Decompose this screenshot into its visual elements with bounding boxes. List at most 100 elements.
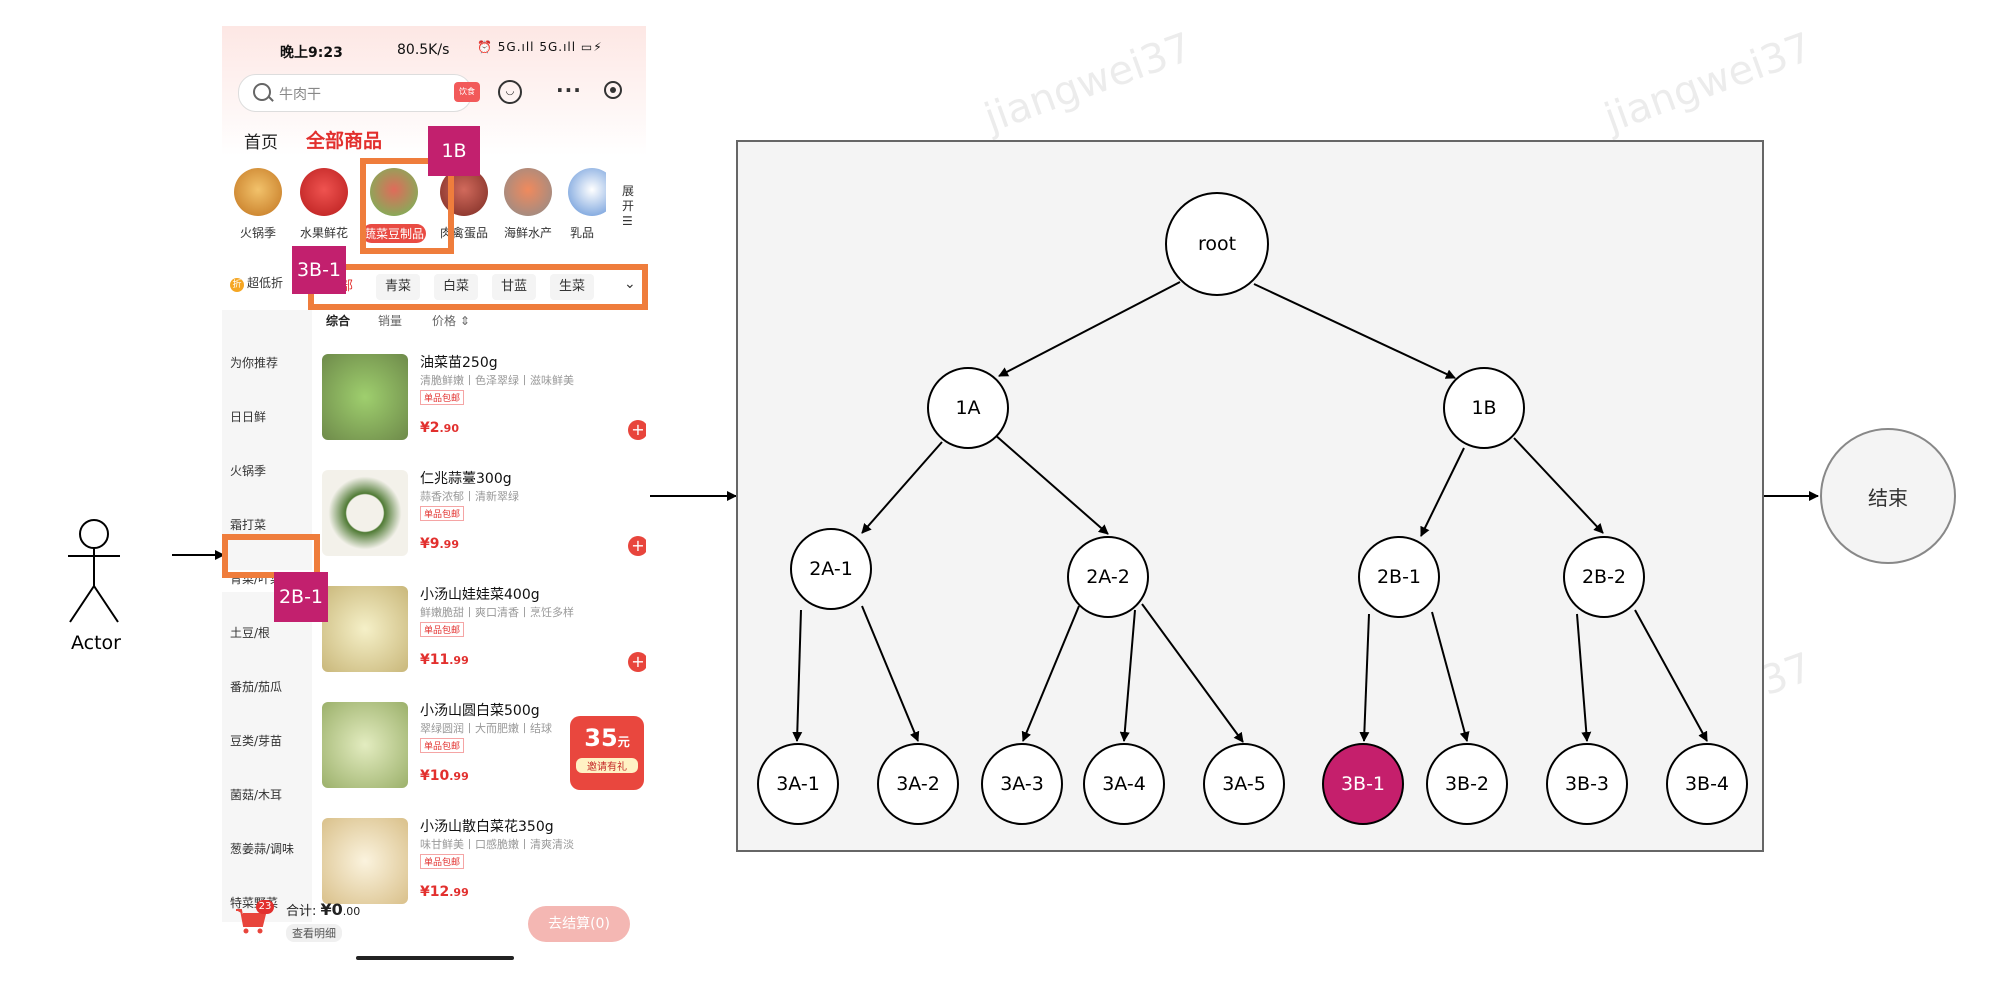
category-image — [234, 168, 282, 216]
sidebar-item[interactable]: 菌菇/木耳 — [230, 788, 283, 802]
actor-label: Actor — [71, 632, 121, 654]
edge — [861, 441, 943, 534]
category-image — [568, 168, 606, 216]
subcategory-tab[interactable]: 白菜 — [434, 274, 478, 300]
promo-label: 超低折 — [247, 276, 284, 290]
tree-node-3b-1: 3B-1 — [1322, 743, 1404, 825]
more-icon[interactable]: ··· — [556, 78, 582, 102]
invite-coupon[interactable]: 35元 邀请有礼 — [570, 716, 644, 790]
category-item[interactable]: 海鲜水产 — [496, 168, 560, 241]
category-image — [300, 168, 348, 216]
edge — [1431, 611, 1470, 742]
cart-total: 合计: ¥0.00 — [286, 900, 361, 919]
tab-all-products[interactable]: 全部商品 — [306, 130, 383, 152]
expand-categories-button[interactable]: 展开☰ — [622, 184, 635, 228]
category-item-selected[interactable]: 蔬菜豆制品 — [362, 168, 426, 243]
category-label: 蔬菜豆制品 — [362, 224, 426, 243]
status-icons: ⏰ 5G.ıll 5G.ıll ▭⚡ — [477, 40, 603, 54]
tree-node-3a-5: 3A-5 — [1203, 743, 1285, 825]
discount-icon: 折 — [230, 278, 244, 292]
tree-node-3b-2: 3B-2 — [1426, 743, 1508, 825]
sidebar-item[interactable]: 日日鲜 — [230, 410, 267, 424]
cart-count-badge: 23 — [256, 900, 274, 914]
product-price: ¥10.99 — [420, 768, 469, 784]
sort-option[interactable]: 综合 — [326, 314, 351, 328]
sort-option[interactable]: 销量 — [378, 314, 403, 328]
chevron-down-icon[interactable]: ⌄ — [624, 276, 636, 292]
promo-row[interactable]: 折超低折 — [230, 274, 283, 292]
subcategory-tab[interactable]: 生菜 — [550, 274, 594, 300]
sidebar-item[interactable]: 为你推荐 — [230, 356, 279, 370]
category-image — [504, 168, 552, 216]
category-label: 水果鲜花 — [299, 226, 348, 240]
shipping-badge: 单品包邮 — [420, 738, 465, 753]
add-to-cart-icon[interactable]: + — [628, 652, 646, 672]
edge — [1253, 283, 1456, 379]
product-desc: 味甘鲜美丨口感脆嫩丨清爽清淡 — [420, 838, 574, 851]
shipping-badge: 单品包邮 — [420, 622, 465, 637]
tree-node-3a-1: 3A-1 — [757, 743, 839, 825]
edge — [1513, 437, 1604, 534]
product-desc: 鲜嫩脆甜丨爽口清香丨烹饪多样 — [420, 606, 574, 619]
marker-2b-1: 2B-1 — [274, 572, 328, 622]
search-bar[interactable]: 牛肉干 — [238, 74, 472, 112]
edge — [861, 605, 920, 742]
subcategory-tab[interactable]: 甘蓝 — [492, 274, 536, 300]
smile-icon[interactable]: ◡ — [498, 80, 522, 104]
category-image — [370, 168, 418, 216]
cart-icon[interactable] — [234, 906, 268, 934]
product-card[interactable]: 油菜苗250g 清脆鲜嫩丨色泽翠绿丨滋味鲜美 单品包邮 ¥2.90 + — [318, 348, 646, 464]
edge — [1420, 447, 1465, 537]
product-card[interactable]: 小汤山圆白菜500g 翠绿圆润丨大而肥嫩丨结球 单品包邮 ¥10.99 — [318, 696, 646, 812]
product-name: 小汤山娃娃菜400g — [420, 587, 540, 603]
shipping-badge: 单品包邮 — [420, 854, 465, 869]
product-image — [322, 702, 408, 788]
edge — [1119, 609, 1136, 742]
product-desc: 蒜香浓郁丨清新翠绿 — [420, 490, 519, 503]
tree-node-3a-3: 3A-3 — [981, 743, 1063, 825]
add-to-cart-icon[interactable]: + — [628, 536, 646, 556]
coupon-subtitle: 邀请有礼 — [576, 758, 638, 773]
highlight-box-2b1 — [222, 534, 320, 578]
sidebar-item[interactable]: 葱姜蒜/调味 — [230, 842, 295, 856]
tab-home[interactable]: 首页 — [244, 133, 278, 153]
tree-node-3a-4: 3A-4 — [1083, 743, 1165, 825]
sidebar-item[interactable]: 霜打菜 — [230, 518, 267, 532]
edge — [1021, 605, 1080, 742]
marker-3b-1: 3B-1 — [292, 246, 346, 294]
end-node: 结束 — [1820, 428, 1956, 564]
sort-option[interactable]: 价格 ⇕ — [432, 314, 470, 328]
tree-node-3b-3: 3B-3 — [1546, 743, 1628, 825]
category-item[interactable]: 乳品 — [560, 168, 606, 241]
subcategory-tab[interactable]: 青菜 — [376, 274, 420, 300]
edge — [792, 609, 803, 742]
product-card[interactable]: 仁兆蒜薹300g 蒜香浓郁丨清新翠绿 单品包邮 ¥9.99 + — [318, 464, 646, 580]
product-price: ¥2.90 — [420, 420, 459, 436]
category-item[interactable]: 火锅季 — [226, 168, 290, 241]
sidebar-item[interactable]: 豆类/芽苗 — [230, 734, 283, 748]
product-card[interactable]: 小汤山娃娃菜400g 鲜嫩脆甜丨爽口清香丨烹饪多样 单品包邮 ¥11.99 + — [318, 580, 646, 696]
tree-node-3b-4: 3B-4 — [1666, 743, 1748, 825]
phone-screen: 晚上9:23 80.5K/s ⏰ 5G.ıll 5G.ıll ▭⚡ 牛肉干 饮食… — [222, 26, 646, 980]
add-to-cart-icon[interactable]: + — [628, 420, 646, 440]
view-details-button[interactable]: 查看明细 — [286, 924, 342, 942]
category-label: 乳品 — [570, 226, 595, 240]
target-icon[interactable] — [604, 81, 622, 99]
category-label: 火锅季 — [239, 226, 276, 240]
category-item[interactable]: 水果鲜花 — [292, 168, 356, 241]
sidebar-item[interactable]: 火锅季 — [230, 464, 267, 478]
sidebar-item[interactable]: 土豆/根 — [230, 626, 271, 640]
shipping-badge: 单品包邮 — [420, 390, 465, 405]
product-card[interactable]: 小汤山散白菜花350g 味甘鲜美丨口感脆嫩丨清爽清淡 单品包邮 ¥12.99 — [318, 812, 646, 928]
tree-node-2a-2: 2A-2 — [1067, 536, 1149, 618]
product-name: 小汤山圆白菜500g — [420, 703, 540, 719]
highlight-box-1b — [360, 158, 454, 254]
checkout-button[interactable]: 去结算(0) — [528, 906, 630, 942]
sidebar-item[interactable]: 番茄/茄瓜 — [230, 680, 283, 694]
search-badge[interactable]: 饮食 — [454, 82, 480, 102]
product-name: 仁兆蒜薹300g — [420, 471, 512, 487]
product-desc: 翠绿圆润丨大而肥嫩丨结球 — [420, 722, 552, 735]
product-name: 油菜苗250g — [420, 355, 498, 371]
